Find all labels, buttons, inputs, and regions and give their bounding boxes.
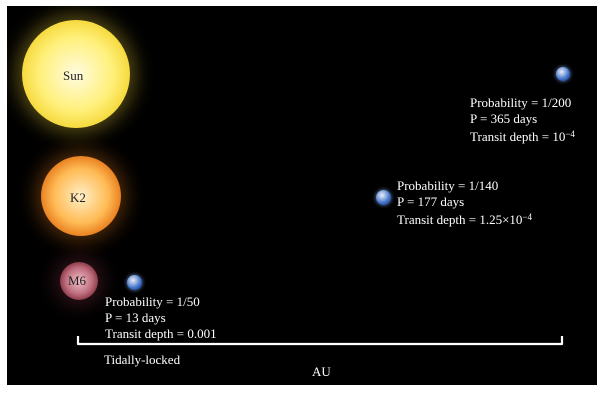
au-label: AU xyxy=(312,364,331,379)
sun-label: Sun xyxy=(63,68,84,83)
planet-far-period: P = 365 days xyxy=(470,111,538,126)
planet-middle-info: Probability = 1/140 P = 177 days Transit… xyxy=(397,178,532,228)
planet-far-info: Probability = 1/200 P = 365 days Transit… xyxy=(470,95,575,145)
planet-near-period: P = 13 days xyxy=(105,310,166,325)
planet-near-depth: Transit depth = 0.001 xyxy=(105,326,217,341)
k2-label: K2 xyxy=(70,190,86,205)
au-scale-bracket xyxy=(76,336,564,346)
planet-middle-period: P = 177 days xyxy=(397,194,465,209)
planet-far-probability: Probability = 1/200 xyxy=(470,95,572,110)
planet-near-probability: Probability = 1/50 xyxy=(105,294,200,309)
earth-planet-near xyxy=(127,275,142,290)
planet-middle-probability: Probability = 1/140 xyxy=(397,178,499,193)
planet-far-depth: Transit depth = 10−4 xyxy=(470,129,575,144)
planet-near-info: Probability = 1/50 P = 13 days Transit d… xyxy=(105,294,217,342)
earth-planet-far xyxy=(556,67,570,81)
m6-label: M6 xyxy=(68,273,87,288)
k2-star xyxy=(41,156,121,236)
sun-star xyxy=(22,20,130,128)
tidally-locked-label: Tidally-locked xyxy=(104,352,181,367)
planet-middle-depth: Transit depth = 1.25×10−4 xyxy=(397,212,532,227)
earth-planet-middle xyxy=(376,190,391,205)
diagram-canvas: Sun K2 M6 Probability = 1/200 P = 365 da… xyxy=(7,6,597,385)
m6-star xyxy=(60,262,98,300)
